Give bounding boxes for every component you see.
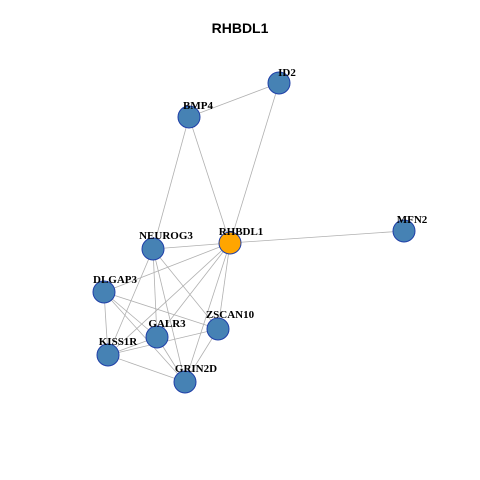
figure-title: RHBDL1 <box>211 20 269 36</box>
edge-rhbdl1-grin2d <box>184 242 231 383</box>
edge-rhbdl1-kiss1r <box>107 242 231 356</box>
edge-dlgap3-galr3 <box>103 291 158 338</box>
edge-dlgap3-grin2d <box>103 291 186 383</box>
node-mfn2 <box>392 219 416 243</box>
node-label-zscan10: ZSCAN10 <box>206 309 255 321</box>
edge-rhbdl1-neurog3 <box>152 242 231 250</box>
node-label-rhbdl1: RHBDL1 <box>219 226 264 238</box>
node-label-grin2d: GRIN2D <box>175 363 217 375</box>
edge-id2-rhbdl1 <box>229 82 280 244</box>
node-kiss1r <box>96 343 120 367</box>
node-label-id2: ID2 <box>278 67 296 79</box>
edge-bmp4-neurog3 <box>152 116 190 250</box>
node-dlgap3 <box>92 280 116 304</box>
node-grin2d <box>173 370 197 394</box>
edge-rhbdl1-mfn2 <box>229 230 405 244</box>
node-rhbdl1 <box>218 231 242 255</box>
edge-rhbdl1-galr3 <box>156 242 231 338</box>
node-galr3 <box>145 325 169 349</box>
edge-neurog3-kiss1r <box>107 248 154 356</box>
node-label-galr3: GALR3 <box>148 318 186 330</box>
edge-dlgap3-zscan10 <box>103 291 219 330</box>
node-label-kiss1r: KISS1R <box>99 336 139 348</box>
node-label-mfn2: MFN2 <box>397 214 428 226</box>
edge-neurog3-grin2d <box>152 248 186 383</box>
edge-id2-bmp4 <box>188 82 280 118</box>
edge-rhbdl1-zscan10 <box>217 242 231 330</box>
node-label-neurog3: NEUROG3 <box>139 230 193 242</box>
edge-bmp4-rhbdl1 <box>188 116 231 244</box>
node-label-bmp4: BMP4 <box>183 100 213 112</box>
edge-kiss1r-grin2d <box>107 354 186 383</box>
edge-rhbdl1-dlgap3 <box>103 242 231 293</box>
node-id2 <box>267 71 291 95</box>
edge-neurog3-galr3 <box>152 248 158 338</box>
node-bmp4 <box>177 105 201 129</box>
node-zscan10 <box>206 317 230 341</box>
edge-neurog3-zscan10 <box>152 248 219 330</box>
node-label-dlgap3: DLGAP3 <box>93 274 138 286</box>
node-neurog3 <box>141 237 165 261</box>
